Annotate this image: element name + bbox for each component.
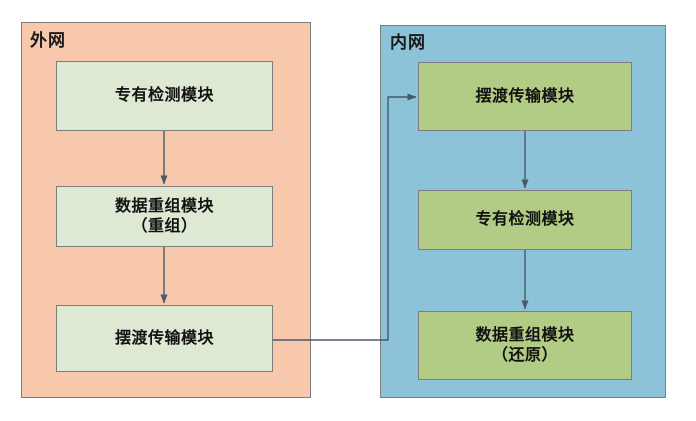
node-ext-reassembly-module[interactable]: 数据重组模块 （重组） (56, 186, 273, 247)
node-ext-detection-module[interactable]: 专有检测模块 (56, 61, 273, 131)
zone-external-network-label: 外网 (30, 31, 66, 50)
zone-internal-network-label: 内网 (390, 33, 426, 52)
node-int-ferry-transfer-module[interactable]: 摆渡传输模块 (418, 62, 632, 131)
connector-ext-ferry-to-int-ferry (273, 93, 417, 341)
node-int-detection-module[interactable]: 专有检测模块 (418, 190, 632, 250)
node-int-restore-module[interactable]: 数据重组模块 （还原） (418, 311, 632, 380)
node-ext-ferry-transfer-module[interactable]: 摆渡传输模块 (56, 305, 273, 372)
